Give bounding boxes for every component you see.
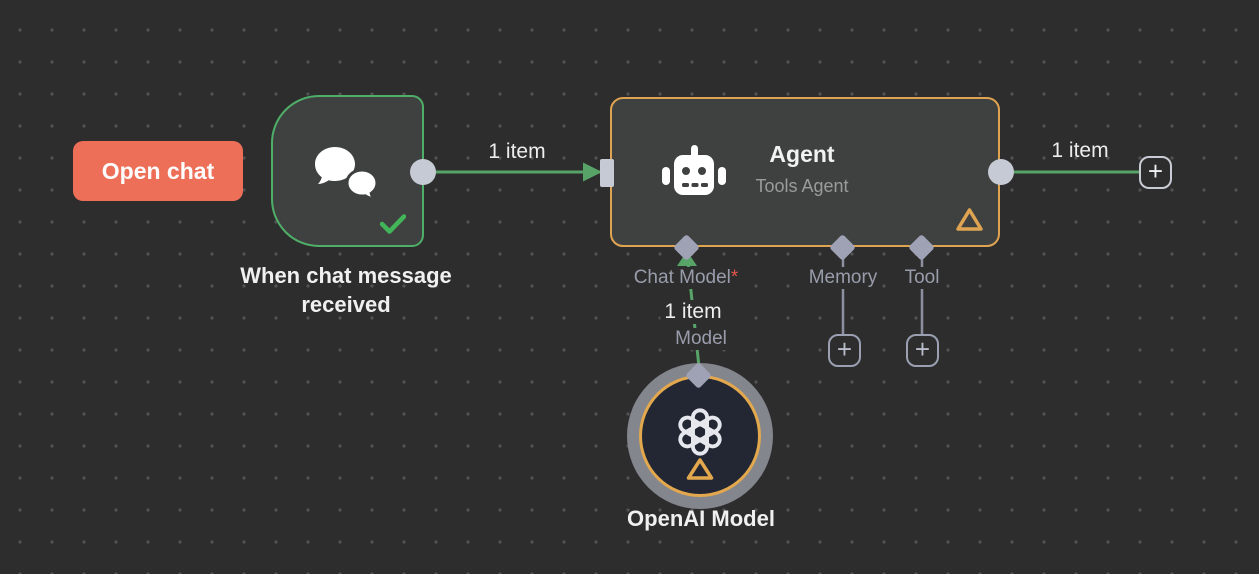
openai-node-label: OpenAI Model [627,506,775,531]
plus-icon: + [914,334,931,364]
plus-icon: + [836,334,853,364]
warning-triangle-icon [686,458,714,480]
chat-bubbles-icon [315,147,377,200]
chat-model-port-label: Chat Model* [629,267,743,289]
plus-icon: + [1147,156,1164,186]
add-tool-button[interactable]: + [906,334,939,367]
agent-input-connector[interactable] [600,159,614,187]
chat-model-port-text: Chat Model [633,267,731,288]
node-chat-trigger[interactable] [271,95,424,247]
node-agent[interactable]: Agent Tools Agent [610,97,1000,247]
edge-items-label-left: 1 item [488,140,546,163]
add-next-node-button[interactable]: + [1139,156,1172,189]
trigger-output-connector[interactable] [410,159,436,185]
agent-subtitle: Tools Agent [755,176,849,196]
add-memory-button[interactable]: + [828,334,861,367]
agent-output-connector[interactable] [988,159,1014,185]
agent-title: Agent [769,141,835,167]
trigger-node-label: When chat message received [240,263,452,317]
open-chat-button[interactable]: Open chat [73,141,243,201]
edge-items-label-model: 1 item [660,300,726,324]
warning-triangle-icon [956,208,983,231]
model-port-label: Model [671,328,731,350]
robot-icon [662,145,726,195]
required-marker: * [730,267,739,288]
edge-items-label-right: 1 item [1051,139,1109,162]
memory-port-label: Memory [804,267,882,289]
tool-port-label: Tool [900,267,944,289]
success-check-icon [380,214,406,234]
openai-logo-icon [678,408,722,456]
